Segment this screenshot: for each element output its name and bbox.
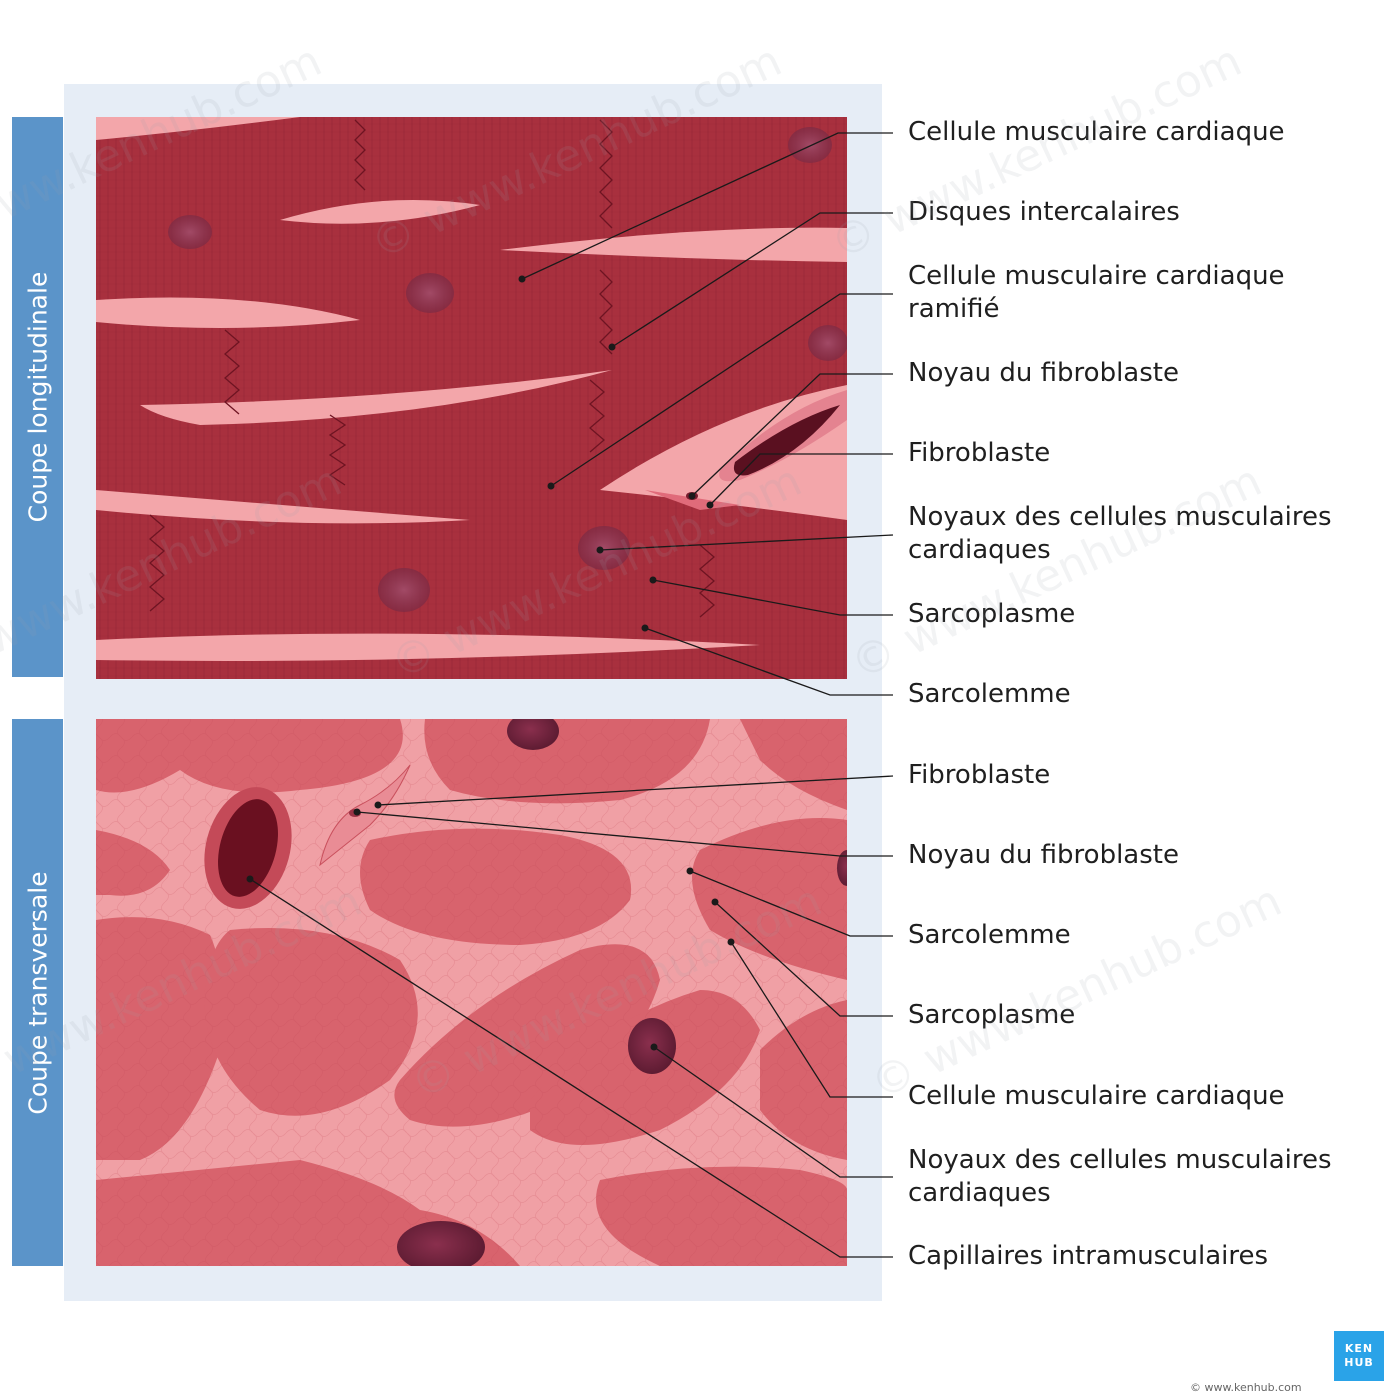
label-branched-cell-line1: Cellule musculaire cardiaque — [908, 261, 1285, 291]
label-branched-cell-line2: ramifié — [908, 294, 1000, 324]
label-muscle-nuclei-line1: Noyaux des cellules musculaires — [908, 502, 1332, 532]
label-intramuscular-capillaries: Capillaires intramusculaires — [908, 1241, 1269, 1271]
label-sarcolemma-transverse: Sarcolemme — [908, 920, 1071, 950]
muscle-nucleus — [578, 526, 630, 570]
muscle-nucleus — [788, 127, 832, 163]
muscle-nucleus — [808, 325, 847, 361]
leader-lines — [249, 132, 894, 1258]
label-cardiac-muscle-cell-transverse: Cellule musculaire cardiaque — [908, 1081, 1285, 1111]
leader-dots — [246, 275, 735, 1051]
label-fibroblast: Fibroblaste — [908, 438, 1051, 468]
section-tab-transverse: Coupe transversale — [12, 719, 63, 1266]
label-sarcolemma: Sarcolemme — [908, 679, 1071, 709]
capillary-lumen — [733, 405, 840, 476]
longitudinal-section — [96, 117, 847, 679]
muscle-nucleus — [168, 215, 212, 249]
muscle-nucleus — [406, 273, 454, 313]
muscle-nucleus — [507, 719, 559, 750]
label-fibroblast-nucleus-transverse: Noyau du fibroblaste — [908, 840, 1179, 870]
copyright-text: © www.kenhub.com — [1190, 1381, 1302, 1394]
muscle-nucleus — [397, 1221, 485, 1266]
muscle-nucleus — [378, 568, 430, 612]
label-fibroblast-nucleus: Noyau du fibroblaste — [908, 358, 1179, 388]
label-cardiac-muscle-cell: Cellule musculaire cardiaque — [908, 117, 1285, 147]
kenhub-logo: KEN HUB — [1334, 1331, 1384, 1381]
label-muscle-nuclei-transverse-line1: Noyaux des cellules musculaires — [908, 1145, 1332, 1175]
section-tab-longitudinal: Coupe longitudinale — [12, 117, 63, 677]
interstitial-gap — [280, 200, 480, 224]
logo-line1: KEN — [1344, 1342, 1374, 1355]
label-fibroblast-transverse: Fibroblaste — [908, 760, 1051, 790]
transverse-section — [96, 719, 847, 1266]
label-muscle-nuclei-transverse-line2: cardiaques — [908, 1178, 1051, 1208]
label-intercalated-discs: Disques intercalaires — [908, 197, 1180, 227]
label-sarcoplasm: Sarcoplasme — [908, 599, 1076, 629]
label-sarcoplasm-transverse: Sarcoplasme — [908, 1000, 1076, 1030]
logo-line2: HUB — [1344, 1356, 1374, 1369]
label-muscle-nuclei-line2: cardiaques — [908, 535, 1051, 565]
